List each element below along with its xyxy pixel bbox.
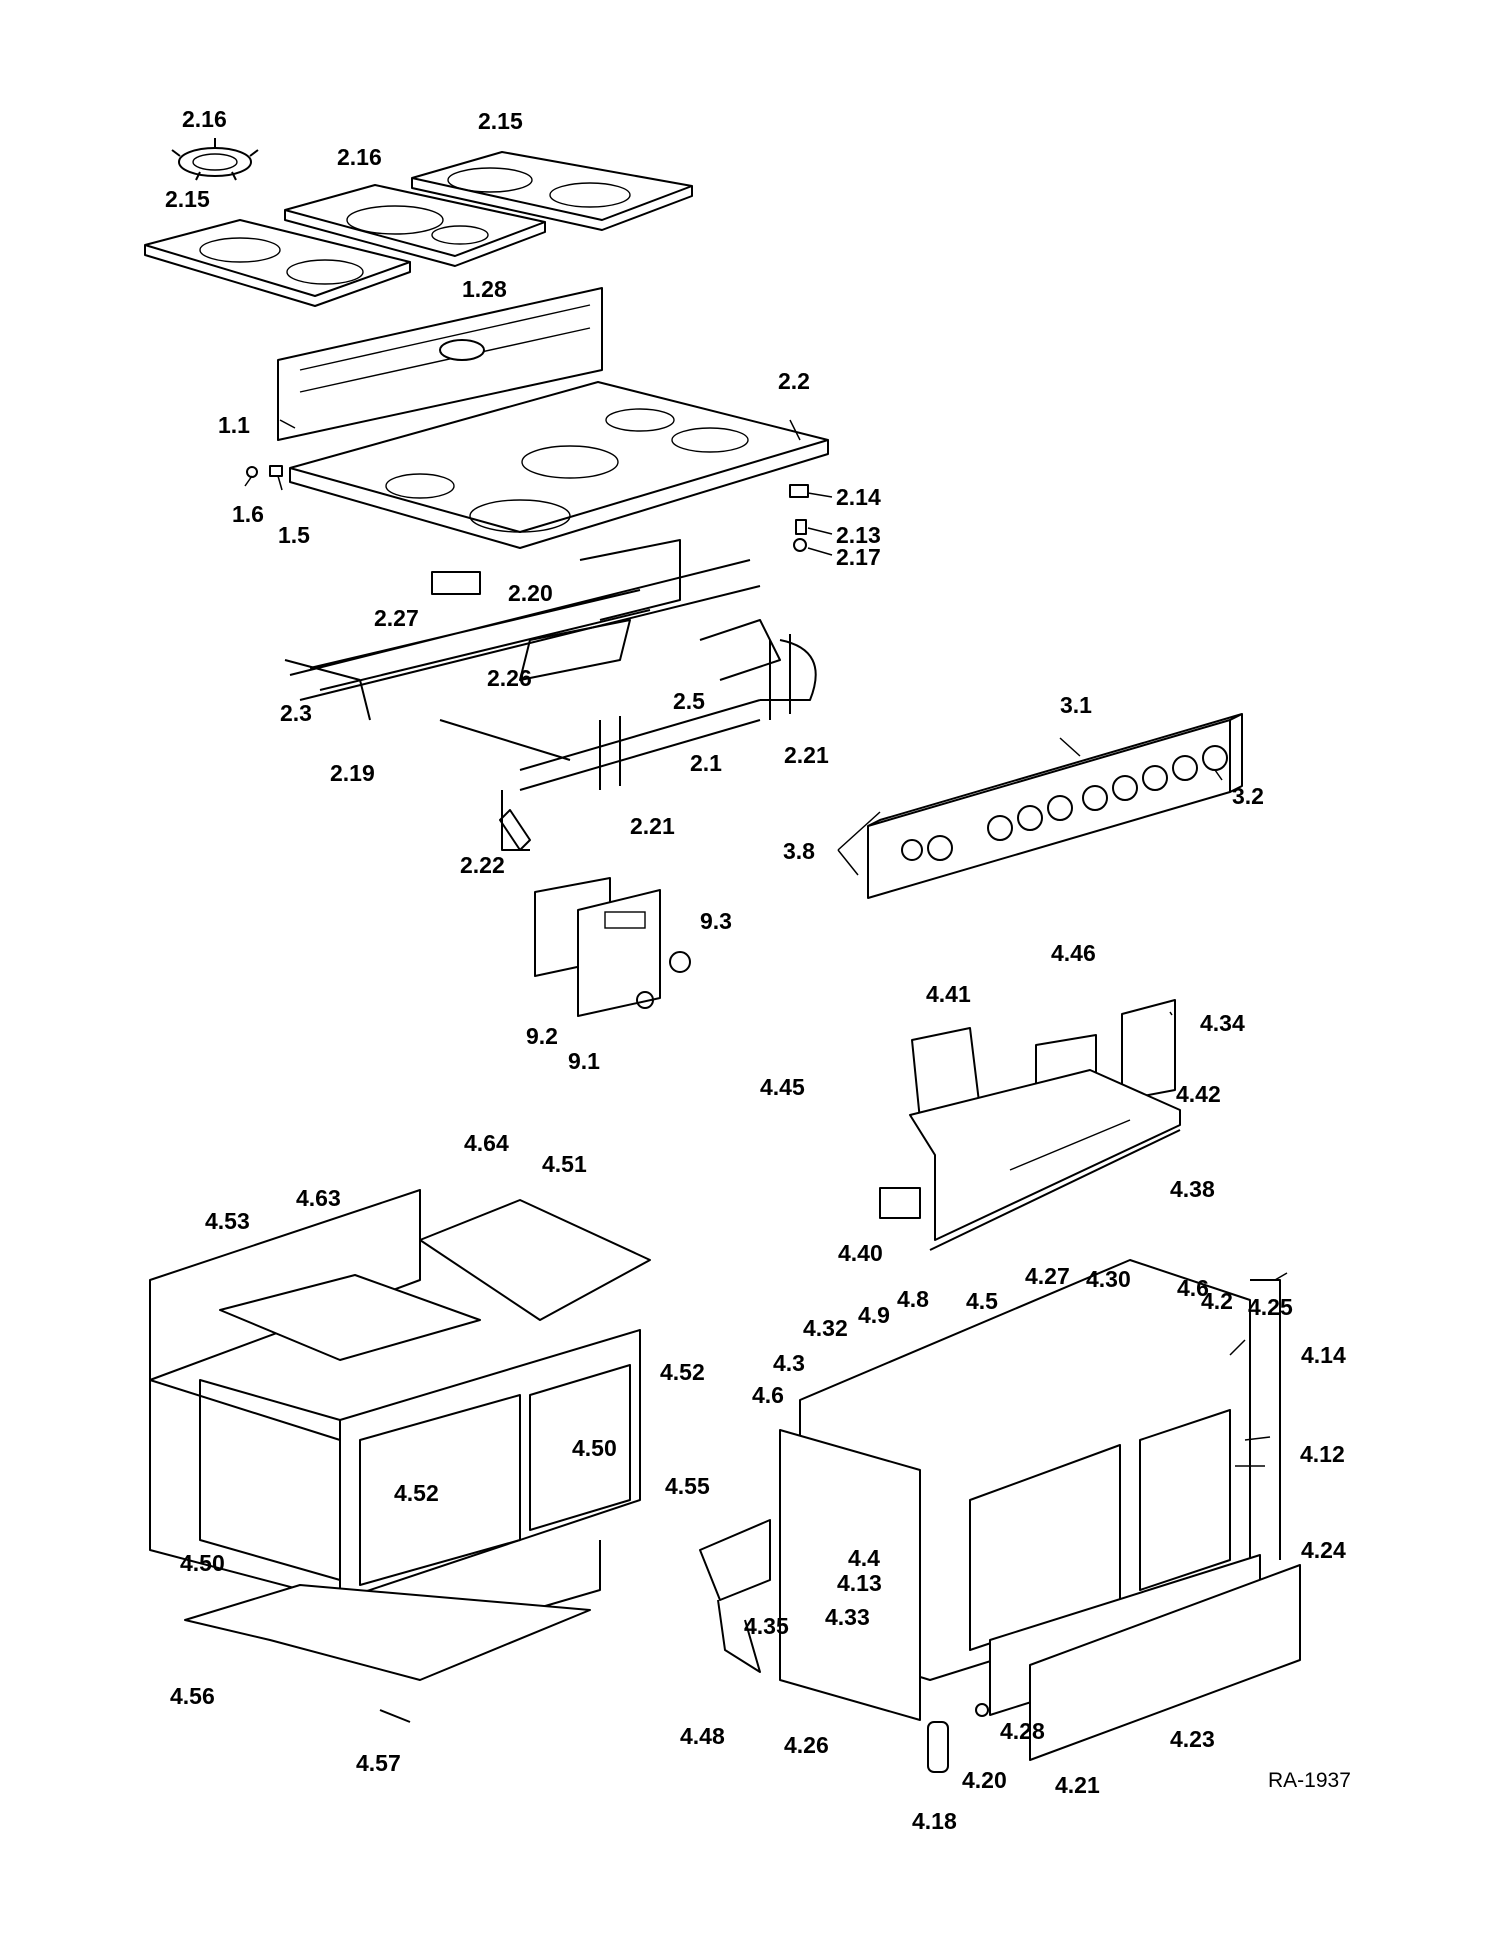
- label-1-6: 1.6: [232, 501, 264, 527]
- label-2-13: 2.13: [836, 522, 881, 548]
- label-2-3: 2.3: [280, 700, 312, 726]
- label-4-46: 4.46: [1051, 940, 1096, 966]
- label-2-15-front-grate: 2.15: [165, 186, 210, 212]
- label-4-57: 4.57: [356, 1750, 401, 1776]
- label-4-13: 4.13: [837, 1570, 882, 1596]
- label-2-2: 2.2: [778, 368, 810, 394]
- label-2-16-mid-grate: 2.16: [337, 144, 382, 170]
- label-4-33: 4.33: [825, 1604, 870, 1630]
- valve-parts-right: [789, 484, 809, 552]
- label-2-5: 2.5: [673, 688, 705, 714]
- label-4-41: 4.41: [926, 981, 971, 1007]
- label-4-40: 4.40: [838, 1240, 883, 1266]
- drawing-code: RA-1937: [1268, 1769, 1351, 1792]
- control-panel-3-1: [867, 713, 1243, 899]
- label-2-16-small-grate: 2.16: [182, 106, 227, 132]
- label-4-21: 4.21: [1055, 1772, 1100, 1798]
- label-1-5: 1.5: [278, 522, 310, 548]
- label-4-51: 4.51: [542, 1151, 587, 1177]
- label-2-20: 2.20: [508, 580, 553, 606]
- label-4-53: 4.53: [205, 1208, 250, 1234]
- label-4-55: 4.55: [665, 1473, 710, 1499]
- label-4-5: 4.5: [966, 1288, 998, 1314]
- label-2-14: 2.14: [836, 484, 881, 510]
- label-4-35: 4.35: [744, 1613, 789, 1639]
- label-4-25: 4.25: [1248, 1294, 1293, 1320]
- right-oven-chassis: [699, 1259, 1301, 1773]
- label-2-15-rear-grate: 2.15: [478, 108, 523, 134]
- label-4-6-right: 4.6: [1177, 1275, 1209, 1301]
- leader-lines: [244, 419, 1288, 1467]
- label-4-32: 4.32: [803, 1315, 848, 1341]
- label-4-30: 4.30: [1086, 1266, 1131, 1292]
- label-4-6-left: 4.6: [752, 1382, 784, 1408]
- label-2-22: 2.22: [460, 852, 505, 878]
- grate-small-2-16: [171, 138, 259, 181]
- duct-cover-4-42: [879, 999, 1181, 1251]
- label-4-42: 4.42: [1176, 1081, 1221, 1107]
- label-4-28: 4.28: [1000, 1718, 1045, 1744]
- label-2-21-right: 2.21: [784, 742, 829, 768]
- cooktop-2-2: [289, 381, 829, 549]
- label-4-4: 4.4: [848, 1545, 880, 1571]
- label-4-14: 4.14: [1301, 1342, 1346, 1368]
- label-4-23: 4.23: [1170, 1726, 1215, 1752]
- label-3-1: 3.1: [1060, 692, 1092, 718]
- backguard-1-1: [277, 287, 603, 441]
- grate-front-left-2-15: [144, 219, 411, 307]
- label-3-8: 3.8: [783, 838, 815, 864]
- label-4-48: 4.48: [680, 1723, 725, 1749]
- label-4-27: 4.27: [1025, 1263, 1070, 1289]
- label-4-12: 4.12: [1300, 1441, 1345, 1467]
- label-4-52-center: 4.52: [394, 1480, 439, 1506]
- label-4-18: 4.18: [912, 1808, 957, 1834]
- label-1-28: 1.28: [462, 276, 507, 302]
- label-4-34: 4.34: [1200, 1010, 1245, 1036]
- label-2-1: 2.1: [690, 750, 722, 776]
- label-2-17: 2.17: [836, 544, 881, 570]
- grate-middle-2-16: [284, 184, 546, 267]
- label-9-1: 9.1: [568, 1048, 600, 1074]
- label-4-45: 4.45: [760, 1074, 805, 1100]
- label-4-3: 4.3: [773, 1350, 805, 1376]
- label-9-2: 9.2: [526, 1023, 558, 1049]
- label-1-1: 1.1: [218, 412, 250, 438]
- label-4-50-center: 4.50: [572, 1435, 617, 1461]
- label-2-27: 2.27: [374, 605, 419, 631]
- part-1-6-1-5: [246, 465, 283, 478]
- label-4-38: 4.38: [1170, 1176, 1215, 1202]
- label-3-2: 3.2: [1232, 783, 1264, 809]
- label-4-52-right: 4.52: [660, 1359, 705, 1385]
- left-oven-chassis: [149, 1189, 651, 1723]
- label-2-19: 2.19: [330, 760, 375, 786]
- label-4-8: 4.8: [897, 1286, 929, 1312]
- label-4-63: 4.63: [296, 1185, 341, 1211]
- label-4-64: 4.64: [464, 1130, 509, 1156]
- grate-rear-right-2-15: [411, 151, 693, 231]
- label-9-3: 9.3: [700, 908, 732, 934]
- label-4-56: 4.56: [170, 1683, 215, 1709]
- label-4-2: 4.2: [1201, 1288, 1233, 1314]
- label-4-20: 4.20: [962, 1767, 1007, 1793]
- label-4-9: 4.9: [858, 1302, 890, 1328]
- label-2-26: 2.26: [487, 665, 532, 691]
- manifold-frame-2-1: [284, 539, 817, 851]
- label-4-24: 4.24: [1301, 1537, 1346, 1563]
- label-4-26: 4.26: [784, 1732, 829, 1758]
- label-2-21-center: 2.21: [630, 813, 675, 839]
- clock-module-9: [534, 877, 691, 1017]
- label-4-50-left: 4.50: [180, 1550, 225, 1576]
